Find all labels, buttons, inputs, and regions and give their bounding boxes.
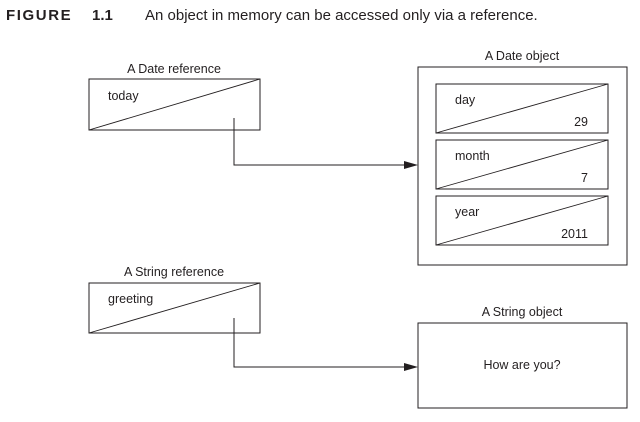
string-object-title: A String object [482, 305, 563, 319]
string-reference-divider [88, 282, 261, 334]
date-object: A Date object day 29 month 7 year 2011 [417, 49, 628, 266]
string-reference-var: greeting [108, 292, 153, 306]
arrowhead-icon [404, 161, 418, 169]
caption-number: 1.1 [92, 7, 113, 24]
date-reference-title: A Date reference [127, 62, 221, 76]
date-reference-divider [88, 78, 261, 131]
string-object-value: How are you? [483, 358, 560, 372]
caption-label: FIGURE [6, 7, 72, 24]
arrowhead-icon [404, 363, 418, 371]
date-field-name: year [455, 205, 479, 219]
date-arrow-line [233, 118, 410, 166]
figure-caption: FIGURE 1.1 An object in memory can be ac… [6, 7, 538, 24]
date-reference: A Date reference today [88, 62, 261, 131]
date-field-value: 2011 [561, 227, 588, 241]
date-field-month: month 7 [435, 139, 609, 190]
date-object-title: A Date object [485, 49, 560, 63]
string-object: A String object How are you? [417, 305, 628, 409]
date-field-name: day [455, 93, 476, 107]
string-arrow-line [233, 318, 410, 368]
date-field-divider [435, 195, 609, 246]
date-field-value: 29 [574, 115, 588, 129]
caption-text: An object in memory can be accessed only… [145, 7, 538, 24]
string-reference-arrow [233, 318, 418, 371]
string-reference-title: A String reference [124, 265, 224, 279]
date-field-year: year 2011 [435, 195, 609, 246]
date-field-value: 7 [581, 171, 588, 185]
string-object-box [417, 322, 628, 409]
date-field-day: day 29 [435, 83, 609, 134]
date-field-divider [435, 139, 609, 190]
date-field-divider [435, 83, 609, 134]
date-reference-var: today [108, 89, 139, 103]
date-field-name: month [455, 149, 490, 163]
string-reference: A String reference greeting [88, 265, 261, 334]
date-reference-arrow [233, 118, 418, 169]
